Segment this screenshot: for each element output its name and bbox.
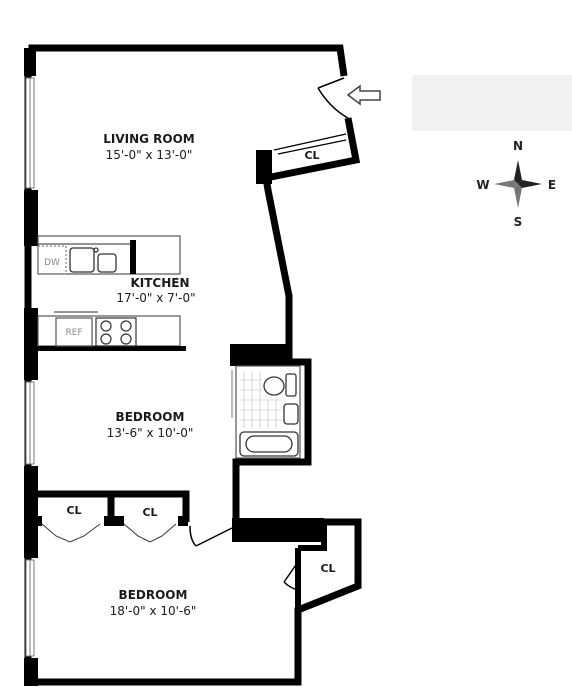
kitchen-wall-lower	[38, 346, 186, 351]
toilet-icon	[263, 373, 297, 397]
sink-icon	[69, 247, 117, 273]
entry-closet	[273, 133, 347, 155]
windows-left	[25, 77, 35, 657]
refrigerator	[55, 317, 93, 347]
bedroom1-dims: 13'-6" x 10'-0"	[107, 426, 194, 440]
bedroom2-name: BEDROOM	[119, 588, 188, 602]
compass-east: E	[548, 178, 556, 192]
bedroom1-door[interactable]	[189, 525, 233, 547]
blank-label-box	[412, 75, 572, 131]
closet-door-columns	[32, 516, 188, 526]
bedroom1-name: BEDROOM	[116, 410, 185, 424]
kitchen-dims: 17'-0" x 7'-0"	[116, 291, 195, 305]
bathroom-fixtures	[235, 365, 301, 459]
stove-icon	[95, 317, 137, 347]
refrigerator-label: REF	[65, 328, 82, 338]
bedroom2-dims: 18'-0" x 10'-6"	[110, 604, 197, 618]
compass-rose-icon: N S W E	[476, 139, 556, 229]
bath-tile-floor	[240, 372, 282, 428]
wall-bath	[232, 358, 312, 522]
compass-south: S	[514, 215, 523, 229]
columns	[24, 48, 324, 686]
kitchen-wall-upper	[130, 240, 136, 274]
kitchen-name: KITCHEN	[130, 276, 189, 290]
entry-closet-label: CL	[304, 149, 319, 162]
dishwasher-label: DW	[44, 258, 60, 268]
kitchen-upper-counter	[37, 235, 181, 275]
closet-bifold-doors[interactable]	[41, 523, 177, 543]
left-closet-label: CL	[66, 504, 81, 517]
compass-north: N	[513, 139, 523, 153]
compass-west: W	[476, 178, 489, 192]
bathtub-icon	[239, 431, 299, 457]
wall-top	[28, 44, 348, 77]
bedroom2-closet-door[interactable]	[283, 561, 299, 591]
bedroom2-closet-label: CL	[320, 562, 335, 575]
kitchen-lower-counter	[37, 311, 181, 347]
living-room-dims: 15'-0" x 13'-0"	[106, 148, 193, 162]
middle-closet-label: CL	[142, 506, 157, 519]
bedroom2-closet	[295, 522, 327, 610]
sink-icon-bath	[283, 403, 299, 425]
living-room-name: LIVING ROOM	[103, 132, 195, 146]
entry-arrow-icon	[346, 84, 381, 106]
entry-door[interactable]	[317, 77, 349, 119]
dishwasher	[37, 245, 67, 275]
